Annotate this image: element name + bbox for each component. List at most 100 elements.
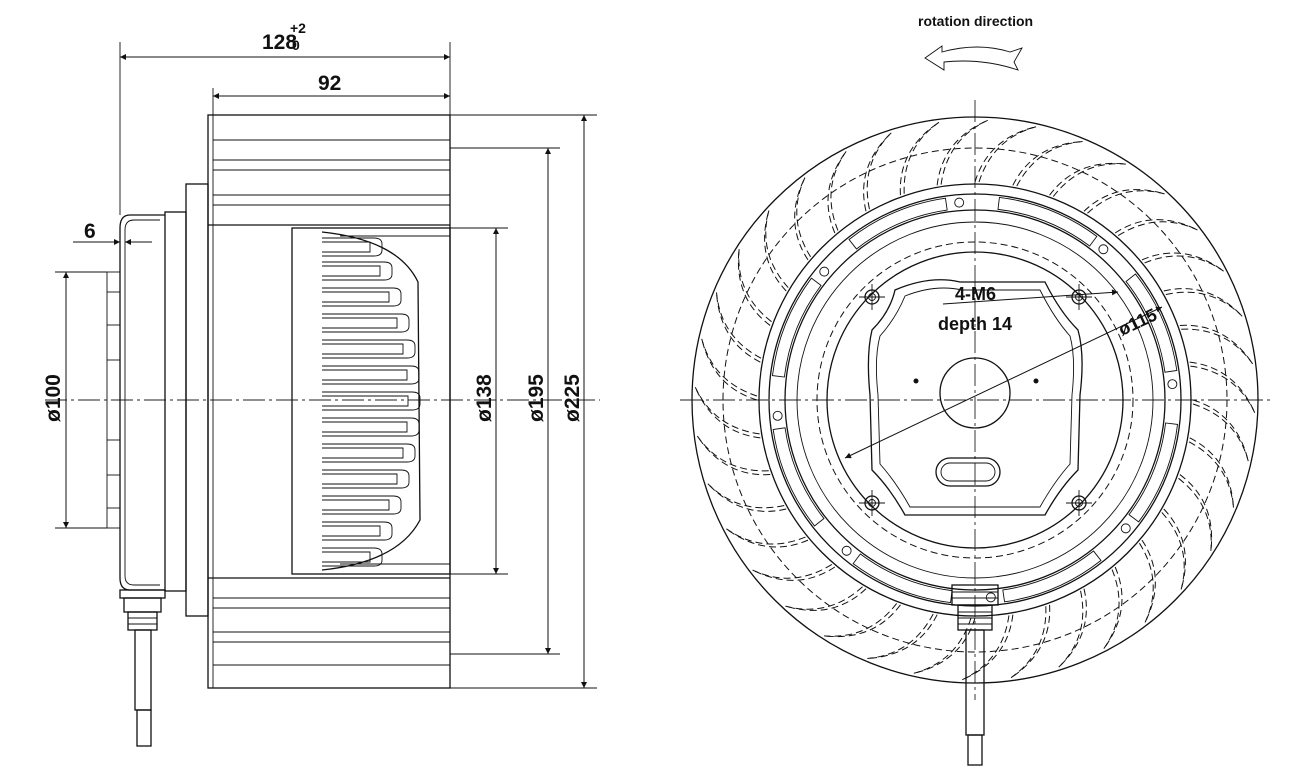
rim-slot bbox=[852, 553, 953, 604]
dim-flange-label: 6 bbox=[84, 220, 96, 243]
motor-fin bbox=[322, 469, 410, 489]
blade bbox=[1141, 252, 1224, 272]
blade bbox=[1103, 566, 1123, 649]
dim-tol-zero: 0 bbox=[292, 37, 300, 53]
motor-fin-inner bbox=[322, 369, 408, 381]
motor-fin bbox=[322, 365, 420, 385]
motor-fin bbox=[322, 495, 402, 515]
motor-fin bbox=[322, 391, 421, 411]
blade bbox=[974, 126, 1037, 183]
dim-dia-138-label: ø138 bbox=[473, 374, 496, 422]
blade bbox=[696, 435, 771, 476]
blade-edge bbox=[716, 292, 762, 359]
dim-tol-plus: +2 bbox=[290, 20, 306, 36]
blade-edge bbox=[785, 586, 863, 610]
motor-fin-inner bbox=[322, 317, 398, 329]
blade bbox=[1049, 162, 1126, 196]
blade-edge bbox=[1144, 255, 1224, 272]
dim-dia-100-label: ø100 bbox=[42, 374, 65, 422]
blade-edge bbox=[765, 210, 789, 288]
blade-edge bbox=[903, 121, 940, 194]
holes-leader bbox=[942, 289, 1119, 305]
blade bbox=[1192, 399, 1249, 462]
cable bbox=[134, 629, 152, 711]
rim-hole bbox=[1120, 523, 1131, 534]
motor-fin bbox=[322, 313, 410, 333]
blade bbox=[701, 338, 758, 401]
impeller-blades bbox=[694, 119, 1256, 681]
blade-edge bbox=[1178, 477, 1212, 551]
motor-fin-inner bbox=[322, 265, 381, 277]
blade bbox=[1114, 219, 1198, 234]
rotation-direction-label: rotation direction bbox=[918, 13, 1033, 29]
blade-edge bbox=[867, 613, 934, 659]
rim-slot bbox=[772, 427, 825, 527]
motor-fin bbox=[322, 443, 416, 463]
rim-slot bbox=[1128, 422, 1179, 523]
blade bbox=[1141, 539, 1156, 623]
blade-edge bbox=[1192, 403, 1249, 462]
blade bbox=[764, 210, 787, 292]
motor-fin bbox=[322, 521, 393, 541]
blade-edge bbox=[1181, 328, 1254, 365]
blade bbox=[1179, 324, 1254, 365]
blade bbox=[899, 121, 940, 196]
blade bbox=[737, 249, 771, 326]
rim-slot bbox=[771, 277, 822, 378]
blade bbox=[863, 132, 892, 212]
blade bbox=[962, 614, 1014, 681]
rim-hole bbox=[819, 266, 830, 277]
blade-edge bbox=[830, 151, 847, 231]
blade bbox=[1189, 437, 1234, 508]
blade bbox=[1058, 588, 1087, 668]
blade-edge bbox=[1016, 141, 1083, 187]
blade bbox=[1189, 361, 1256, 413]
motor-housing bbox=[119, 214, 165, 591]
blade-edge bbox=[1188, 441, 1234, 508]
mounting-holes bbox=[859, 284, 1092, 516]
motor-fin-inner bbox=[322, 421, 408, 433]
blade-edge bbox=[701, 338, 758, 397]
side-view: 128 +2 0 92 6 ø100 ø138 ø195 ø225 bbox=[42, 20, 600, 747]
blade-edge bbox=[1087, 190, 1165, 214]
motor-flange bbox=[164, 211, 187, 592]
dim-overall-width-label: 128 bbox=[262, 31, 297, 54]
blade-edge bbox=[752, 564, 833, 579]
blade bbox=[936, 119, 988, 186]
blade-edge bbox=[726, 528, 806, 545]
motor-fin-inner bbox=[322, 447, 404, 459]
blade-pitch-circle bbox=[722, 147, 1228, 653]
blade bbox=[716, 292, 761, 363]
blade bbox=[726, 528, 809, 548]
motor-fin-inner bbox=[322, 291, 390, 303]
rim-hole bbox=[1098, 244, 1109, 255]
rim-hole bbox=[772, 410, 783, 421]
dim-impeller-width-label: 92 bbox=[318, 72, 341, 95]
blade bbox=[752, 566, 836, 581]
blade bbox=[785, 588, 867, 611]
motor-fin-inner bbox=[322, 525, 381, 537]
blade bbox=[824, 604, 901, 638]
blade bbox=[1010, 604, 1051, 679]
inner-shroud bbox=[758, 183, 1192, 617]
motor-fin-inner bbox=[322, 343, 404, 355]
rim-hole bbox=[985, 592, 996, 603]
rim-slot bbox=[848, 197, 948, 250]
motor-fin-inner bbox=[322, 499, 390, 511]
blade-edge bbox=[1103, 569, 1120, 649]
blade bbox=[913, 617, 976, 674]
dim-dia-195-label: ø195 bbox=[525, 374, 548, 422]
rim-slot bbox=[997, 196, 1098, 247]
blade bbox=[867, 614, 938, 659]
blade-edge bbox=[1117, 221, 1198, 236]
rim-hole bbox=[841, 545, 852, 556]
impeller-outer-ring bbox=[691, 116, 1259, 684]
motor-fin-inner bbox=[322, 241, 371, 253]
dim-dia-225-label: ø225 bbox=[561, 374, 584, 422]
motor-fins bbox=[321, 231, 421, 571]
blade bbox=[1163, 508, 1186, 590]
inlet-region bbox=[291, 227, 451, 575]
blade-edge bbox=[1010, 606, 1047, 679]
motor-fin-inner bbox=[322, 473, 398, 485]
